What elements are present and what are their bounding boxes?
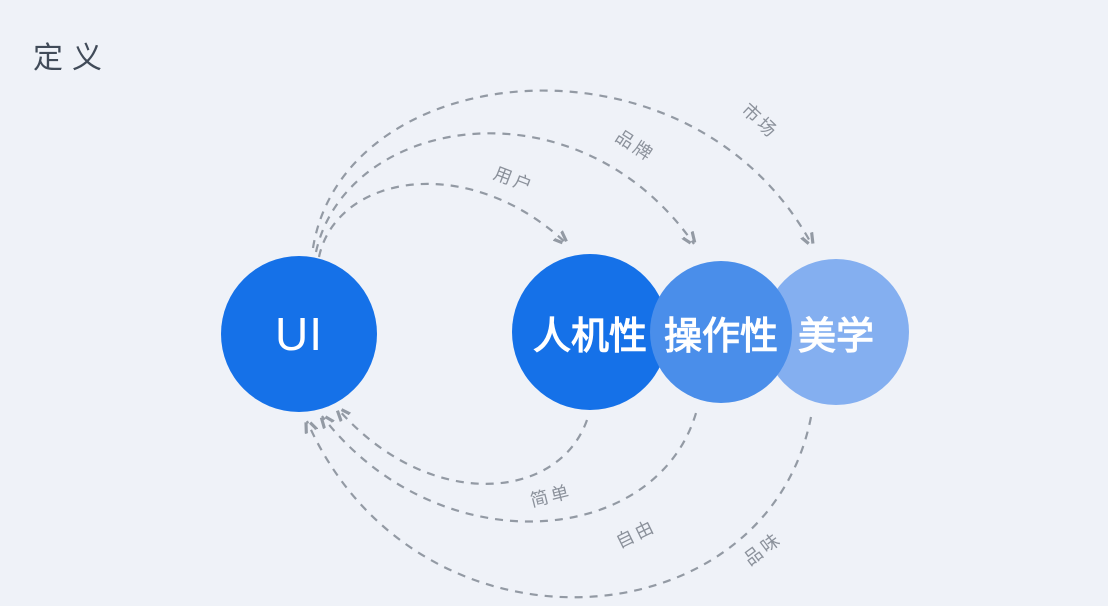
node-aesthetics-label: 美学	[797, 315, 874, 358]
node-operability: 操作性	[650, 261, 792, 403]
page-title: 定义	[33, 42, 111, 75]
arc-path-taste	[307, 417, 813, 599]
arc-path-market	[311, 89, 812, 248]
node-ui-label: UI	[275, 308, 323, 360]
node-human-machine: 人机性	[512, 254, 668, 410]
arc-path-user	[317, 182, 566, 258]
node-operability-label: 操作性	[663, 315, 778, 358]
arc-path-simple	[338, 409, 589, 485]
node-ui: UI	[221, 256, 377, 412]
arc-path-free	[322, 413, 698, 523]
node-human-machine-label: 人机性	[532, 315, 647, 358]
